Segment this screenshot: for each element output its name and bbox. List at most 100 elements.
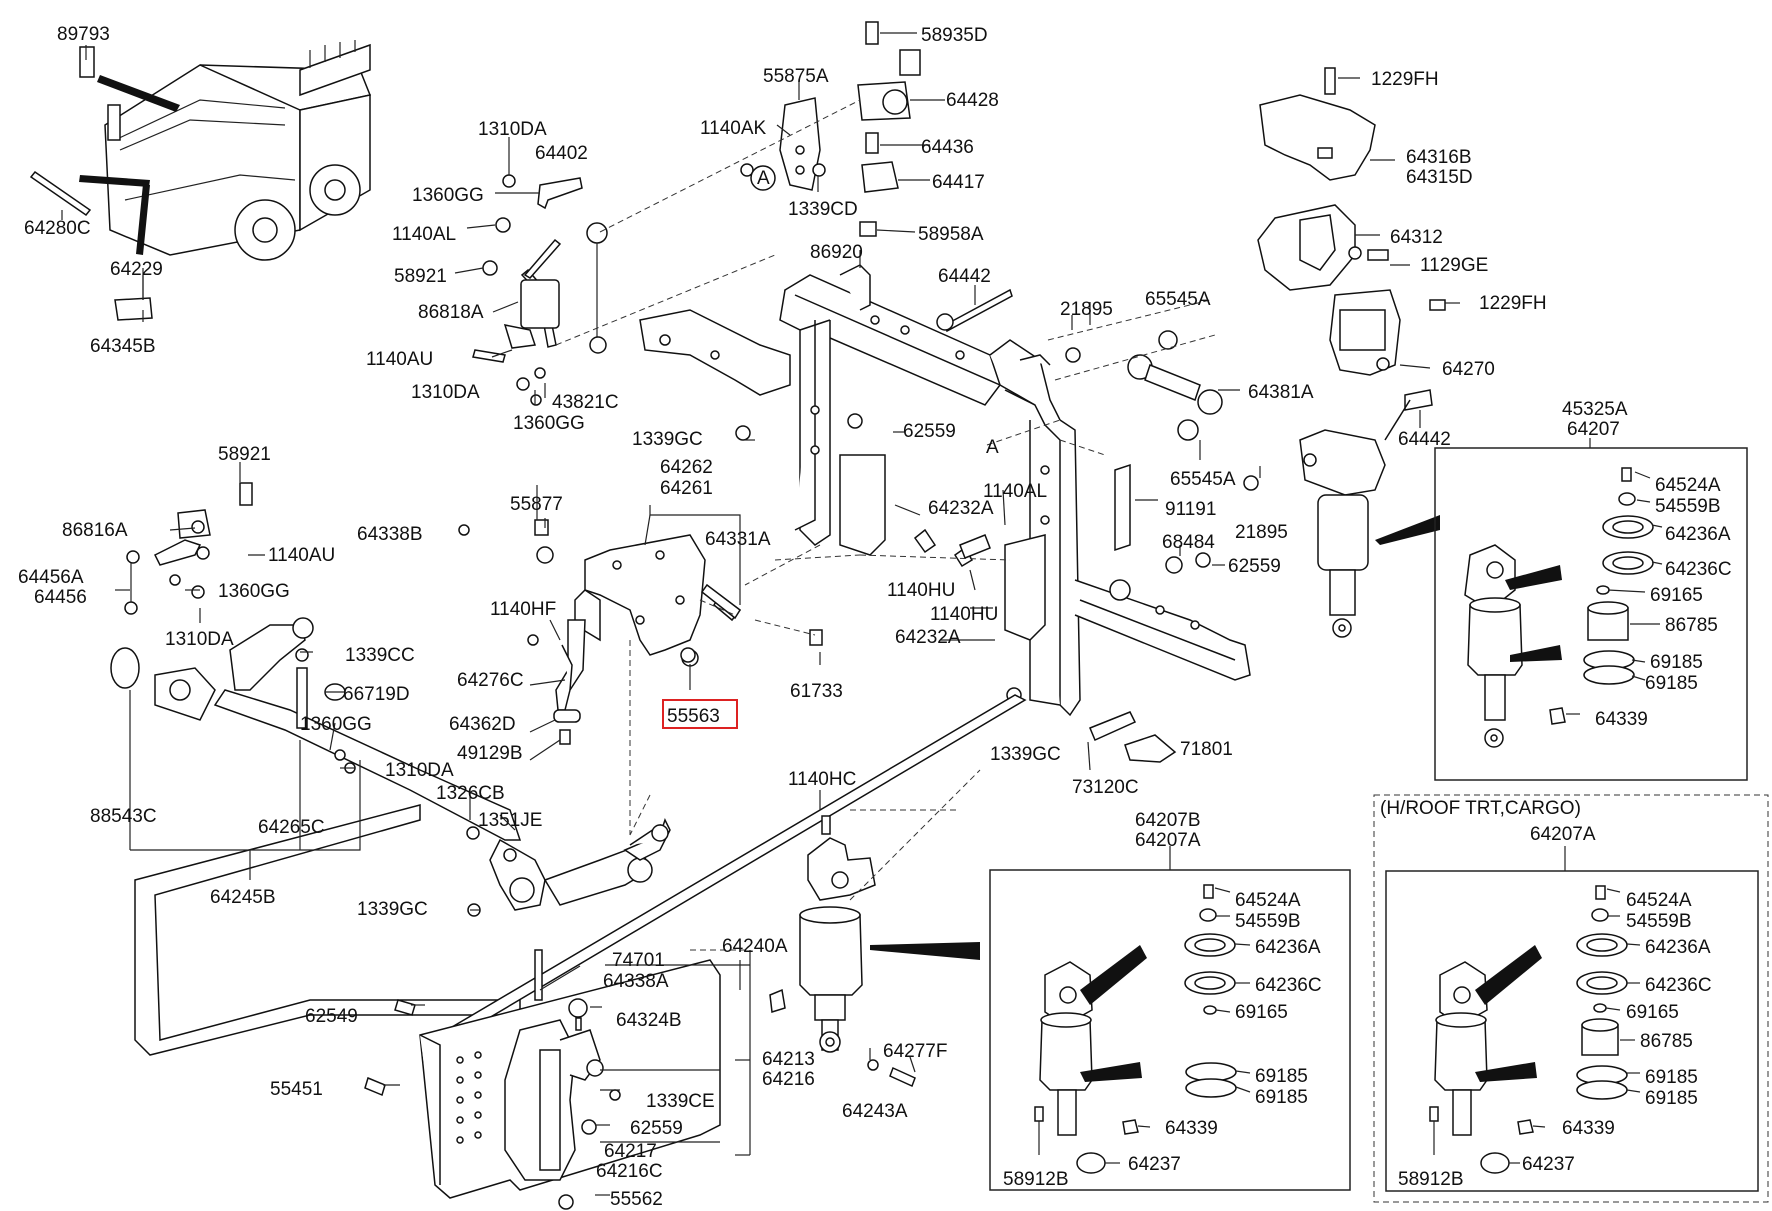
label-54559B: 54559B <box>1626 911 1692 932</box>
label-64236C: 64236C <box>1645 975 1712 996</box>
label-55877: 55877 <box>510 494 563 515</box>
label-64362D: 64362D <box>449 714 516 735</box>
bracket-64262 <box>574 534 741 656</box>
label-sticker <box>79 46 95 78</box>
label-64345B: 64345B <box>90 336 156 357</box>
label-64436: 64436 <box>921 137 974 158</box>
callout-arrow <box>1475 945 1542 1005</box>
label-89793: 89793 <box>57 24 110 45</box>
label-64331A: 64331A <box>705 529 771 550</box>
callout-arrow <box>870 942 980 960</box>
label-64339: 64339 <box>1562 1118 1615 1139</box>
label-64213: 64213 <box>762 1049 815 1070</box>
bracket-part <box>114 297 153 321</box>
label-64402: 64402 <box>535 143 588 164</box>
detail-box-hroof-inner <box>1385 870 1759 1192</box>
air-spring-center <box>799 815 876 1053</box>
rod-part <box>29 170 92 217</box>
label-64280C: 64280C <box>24 218 91 239</box>
label-1360GG: 1360GG <box>300 714 372 735</box>
label-64229: 64229 <box>110 259 163 280</box>
truck-illustration <box>104 40 372 261</box>
exploded-air-spring-3 <box>1429 885 1628 1174</box>
label-64207: 64207 <box>1567 419 1620 440</box>
callout-arrow <box>1080 945 1147 1005</box>
label-1140HU: 1140HU <box>930 604 998 625</box>
label-1326CB: 1326CB <box>436 783 505 804</box>
callout-arrow <box>1505 565 1562 590</box>
lower-fasteners <box>364 949 916 1210</box>
label-64236A: 64236A <box>1255 937 1321 958</box>
label-71801: 71801 <box>1180 739 1233 760</box>
label-1140AU: 1140AU <box>366 349 433 370</box>
bracket-64232A-upper <box>839 454 886 556</box>
plate-91191 <box>1114 463 1131 552</box>
label-64207B: 64207B <box>1135 810 1201 831</box>
label-64245B: 64245B <box>210 887 276 908</box>
callout-arrow <box>1080 1062 1142 1082</box>
label-49129B: 49129B <box>457 743 523 764</box>
label-58912B: 58912B <box>1003 1169 1069 1190</box>
exploded-air-spring-2 <box>1034 884 1237 1174</box>
label-64216C: 64216C <box>596 1161 663 1182</box>
label-65545A: 65545A <box>1170 469 1236 490</box>
label-1140HF: 1140HF <box>490 599 556 620</box>
label-64207A: 64207A <box>1530 824 1596 845</box>
label-64240A: 64240A <box>722 936 788 957</box>
label-69185: 69185 <box>1645 673 1698 694</box>
label-64237: 64237 <box>1522 1154 1575 1175</box>
label-58921: 58921 <box>218 444 271 465</box>
label-64381A: 64381A <box>1248 382 1314 403</box>
callout-arrow <box>1475 1062 1537 1082</box>
label-21895: 21895 <box>1060 299 1113 320</box>
lower-frame-rail <box>419 959 721 1199</box>
label-65545A: 65545A <box>1145 289 1211 310</box>
label-64237: 64237 <box>1128 1154 1181 1175</box>
frame-crossmember <box>639 264 1251 717</box>
label-62559: 62559 <box>630 1118 683 1139</box>
air-spring-right <box>1299 429 1386 638</box>
label-55451: 55451 <box>270 1079 323 1100</box>
label-64524A: 64524A <box>1626 890 1692 911</box>
bracket-64232A-lower <box>1004 534 1046 641</box>
label-1310DA: 1310DA <box>165 629 234 650</box>
detail-box-hroof <box>1373 794 1769 1203</box>
label-1140AL: 1140AL <box>392 224 456 245</box>
label-64262: 64262 <box>660 457 713 478</box>
label-64236A: 64236A <box>1645 937 1711 958</box>
label-69185: 69185 <box>1650 652 1703 673</box>
left-leveling-assembly <box>124 482 253 615</box>
highlight-box <box>662 699 738 729</box>
label-58921: 58921 <box>394 266 447 287</box>
label-A-marker-2: A <box>986 437 999 458</box>
label-69165: 69165 <box>1235 1002 1288 1023</box>
label-64316B: 64316B <box>1406 147 1472 168</box>
leader-lines <box>61 32 1663 1196</box>
label-21895: 21895 <box>1235 522 1288 543</box>
label-A-marker: A <box>757 168 770 189</box>
label-86816A: 86816A <box>62 520 128 541</box>
label-1310DA: 1310DA <box>385 760 454 781</box>
label-45325A: 45325A <box>1562 399 1628 420</box>
label-64236A: 64236A <box>1665 524 1731 545</box>
label-88543C: 88543C <box>90 806 157 827</box>
label-64261: 64261 <box>660 478 713 499</box>
label-64324B: 64324B <box>616 1010 682 1031</box>
label-1360GG: 1360GG <box>412 185 484 206</box>
detail-box-64207 <box>1434 447 1748 781</box>
label-86785: 86785 <box>1640 1031 1693 1052</box>
label-58958A: 58958A <box>918 224 984 245</box>
label-64456A: 64456A <box>18 567 84 588</box>
label-64207A: 64207A <box>1135 830 1201 851</box>
label-1339CC: 1339CC <box>345 645 415 666</box>
label-1351JE: 1351JE <box>478 810 542 831</box>
label-69165: 69165 <box>1650 585 1703 606</box>
label-1339GC: 1339GC <box>357 899 428 920</box>
label-64339: 64339 <box>1595 709 1648 730</box>
label-64270: 64270 <box>1442 359 1495 380</box>
label-64442: 64442 <box>938 266 991 287</box>
label-64524A: 64524A <box>1655 475 1721 496</box>
label-64417: 64417 <box>932 172 985 193</box>
label-64338B: 64338B <box>357 524 423 545</box>
link-assembly-64381A <box>1065 330 1223 441</box>
